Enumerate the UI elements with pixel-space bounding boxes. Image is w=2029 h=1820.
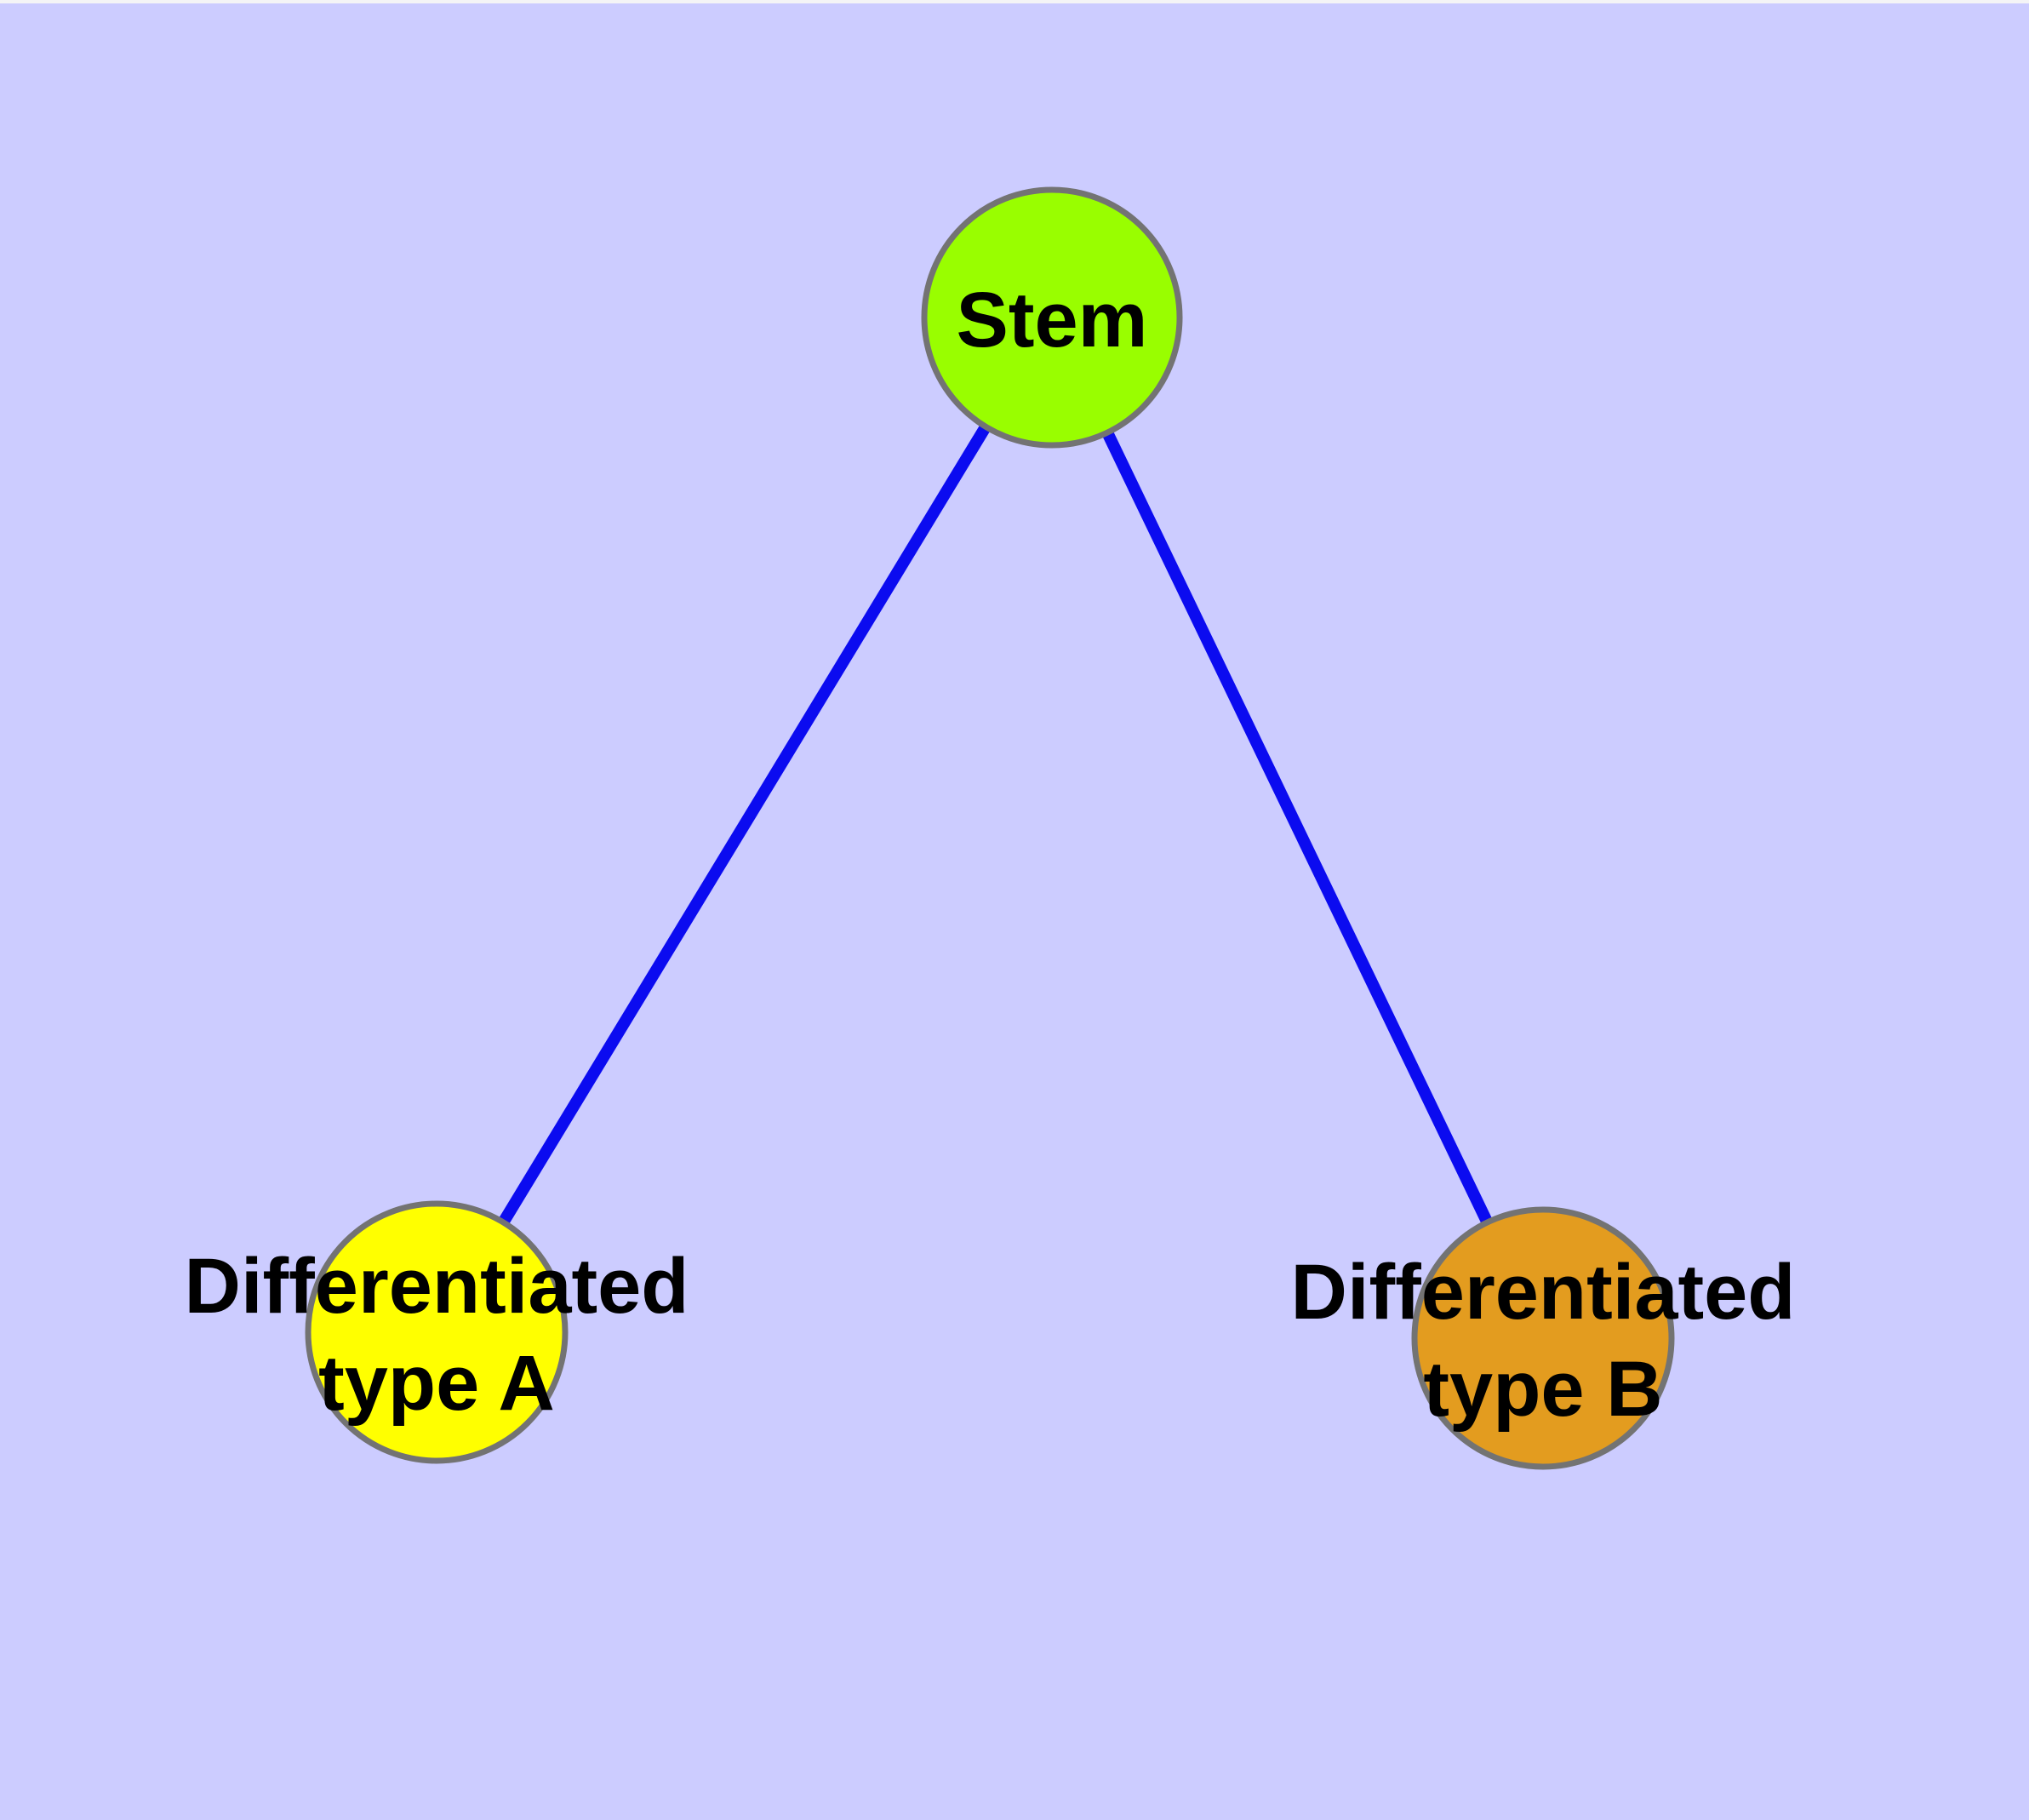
- node-label-type-b-line2: type B: [1423, 1346, 1662, 1433]
- top-edge-strip: [0, 0, 2029, 3]
- node-differentiated-type-a: [305, 1200, 569, 1464]
- node-stem: [921, 186, 1183, 449]
- node-differentiated-type-b: [1411, 1206, 1675, 1470]
- node-label-type-a-line2: type A: [318, 1340, 555, 1427]
- edge-stem-to-type-a: [432, 314, 1057, 1336]
- node-label-type-b-line1: Differentiated: [1291, 1249, 1796, 1336]
- node-label-stem: Stem: [957, 277, 1148, 363]
- edge-stem-to-type-b: [1046, 314, 1549, 1342]
- node-label-type-a-line1: Differentiated: [185, 1243, 689, 1330]
